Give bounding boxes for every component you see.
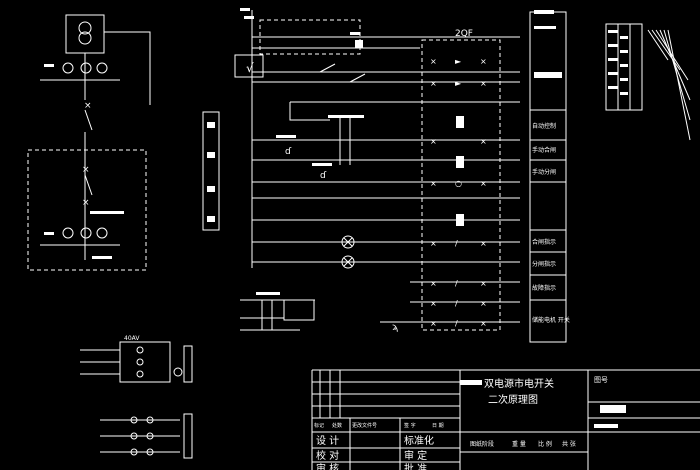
header-mark: 标记: [314, 422, 324, 429]
svg-text:/: /: [455, 279, 458, 288]
panel-label-auto: 自动控制: [532, 122, 556, 130]
header-change-doc: 更改文件号: [352, 422, 377, 429]
title-line2: 二次原理图: [488, 393, 538, 406]
svg-text:/: /: [455, 319, 458, 328]
control-circuit: √ 2QF ɗ ɗ ϡ × ► ×: [234, 8, 520, 333]
row-design: 设 计: [316, 434, 339, 447]
svg-text:×: ×: [430, 179, 437, 188]
svg-text:ɗ: ɗ: [285, 147, 292, 157]
row-check: 校 对: [316, 449, 339, 462]
legend-table: [605, 23, 691, 141]
svg-text:×: ×: [480, 79, 487, 88]
svg-text:×: ×: [480, 279, 487, 288]
header-sign: 签 字: [404, 422, 416, 429]
title-line1: 双电源市电开关: [484, 377, 554, 390]
meter-block-label: 40AV: [124, 335, 140, 342]
stage-label: 图纸阶段: [470, 440, 494, 448]
svg-text:×: ×: [84, 101, 92, 111]
panel-label-close-indicator: 合闸指示: [532, 238, 556, 246]
svg-text:×: ×: [430, 319, 437, 328]
svg-text:×: ×: [82, 165, 90, 175]
sub-assembly: [240, 292, 315, 331]
svg-text:×: ×: [430, 137, 437, 146]
svg-text:/: /: [455, 299, 458, 308]
title-block: 双电源市电开关 二次原理图 图号 标记 处数 更改文件号 签 字 日 期 设 计…: [311, 369, 700, 470]
svg-text:×: ×: [480, 239, 487, 248]
header-count: 处数: [332, 422, 342, 429]
panel-label-motor-switch: 储能电机 开关: [532, 316, 570, 324]
breaker-label: 2QF: [455, 29, 473, 39]
col-weight: 重 量: [512, 440, 526, 448]
svg-text:×: ×: [480, 179, 487, 188]
svg-text:×: ×: [430, 79, 437, 88]
svg-text:ϡ: ϡ: [392, 322, 398, 333]
svg-text:×: ×: [82, 198, 90, 208]
svg-text:ɗ: ɗ: [320, 171, 327, 181]
primary-one-line: × × ×: [27, 14, 151, 271]
svg-text:×: ×: [480, 137, 487, 146]
function-label-panel: 自动控制 手动合闸 手动分闸 合闸指示 分闸指示 故障指示 储能电机 开关: [529, 10, 570, 343]
panel-label-open-indicator: 分闸指示: [532, 260, 556, 268]
svg-text:×: ×: [430, 299, 437, 308]
panel-label-manual-open: 手动分闸: [532, 168, 556, 176]
svg-text:/: /: [455, 239, 458, 248]
row-standard: 标准化: [404, 434, 434, 447]
svg-text:×: ×: [430, 57, 437, 66]
svg-text:►: ►: [455, 57, 462, 66]
sheet-label: 图号: [594, 376, 608, 384]
panel-label-manual-close: 手动合闸: [532, 146, 556, 154]
svg-text:√: √: [246, 61, 254, 75]
svg-text:×: ×: [480, 299, 487, 308]
row-approve: 审 定: [404, 449, 427, 462]
row-ratify: 批 准: [404, 462, 427, 470]
header-date: 日 期: [432, 423, 444, 429]
svg-text:×: ×: [480, 57, 487, 66]
svg-text:×: ×: [430, 239, 437, 248]
svg-text:×: ×: [480, 319, 487, 328]
row-review: 审 核: [316, 462, 339, 470]
terminal-strip-left: [202, 111, 220, 231]
svg-text:►: ►: [455, 79, 462, 88]
svg-text:×: ×: [430, 279, 437, 288]
meter-block: 40AV: [80, 335, 193, 459]
col-total-sheets: 共 张: [562, 440, 576, 448]
panel-label-fault-indicator: 故障指示: [532, 284, 556, 292]
col-scale: 比 例: [538, 440, 552, 448]
svg-text:○: ○: [455, 179, 462, 188]
